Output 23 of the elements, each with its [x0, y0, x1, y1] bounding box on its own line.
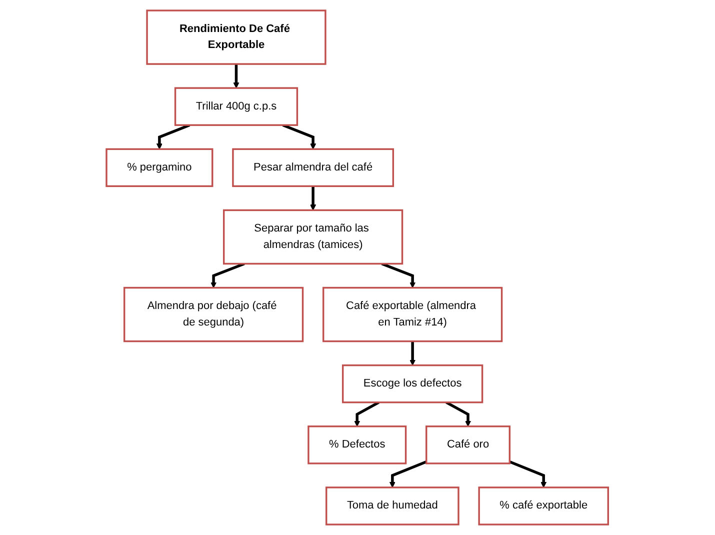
node-box: Pesar almendra del café: [232, 148, 394, 188]
node-box: Café exportable (almendra en Tamiz #14): [322, 286, 503, 342]
node-box: % Defectos: [308, 426, 407, 464]
arrow: [354, 401, 380, 427]
arrow: [509, 460, 547, 488]
node-box: % pergamino: [106, 148, 214, 188]
arrow: [390, 460, 428, 488]
arrow: [233, 64, 240, 88]
arrow: [210, 262, 246, 288]
node-box: Café oro: [426, 426, 511, 464]
arrow: [282, 124, 316, 150]
node-box: Almendra por debajo (café de segunda): [124, 286, 304, 342]
node-box: Toma de humedad: [326, 486, 460, 526]
arrow: [156, 124, 190, 150]
arrow: [410, 341, 416, 366]
arrow: [310, 186, 316, 210]
arrow: [381, 262, 416, 288]
node-box: Separar por tamaño las almendras (tamices): [223, 209, 404, 265]
node-box: Escoge los defectos: [342, 364, 484, 404]
node-box: Trillar 400g c.p.s: [174, 87, 298, 126]
node-box: % café exportable: [478, 486, 610, 526]
node-box: Rendimiento De Café Exportable: [146, 10, 326, 65]
arrow: [446, 401, 472, 427]
